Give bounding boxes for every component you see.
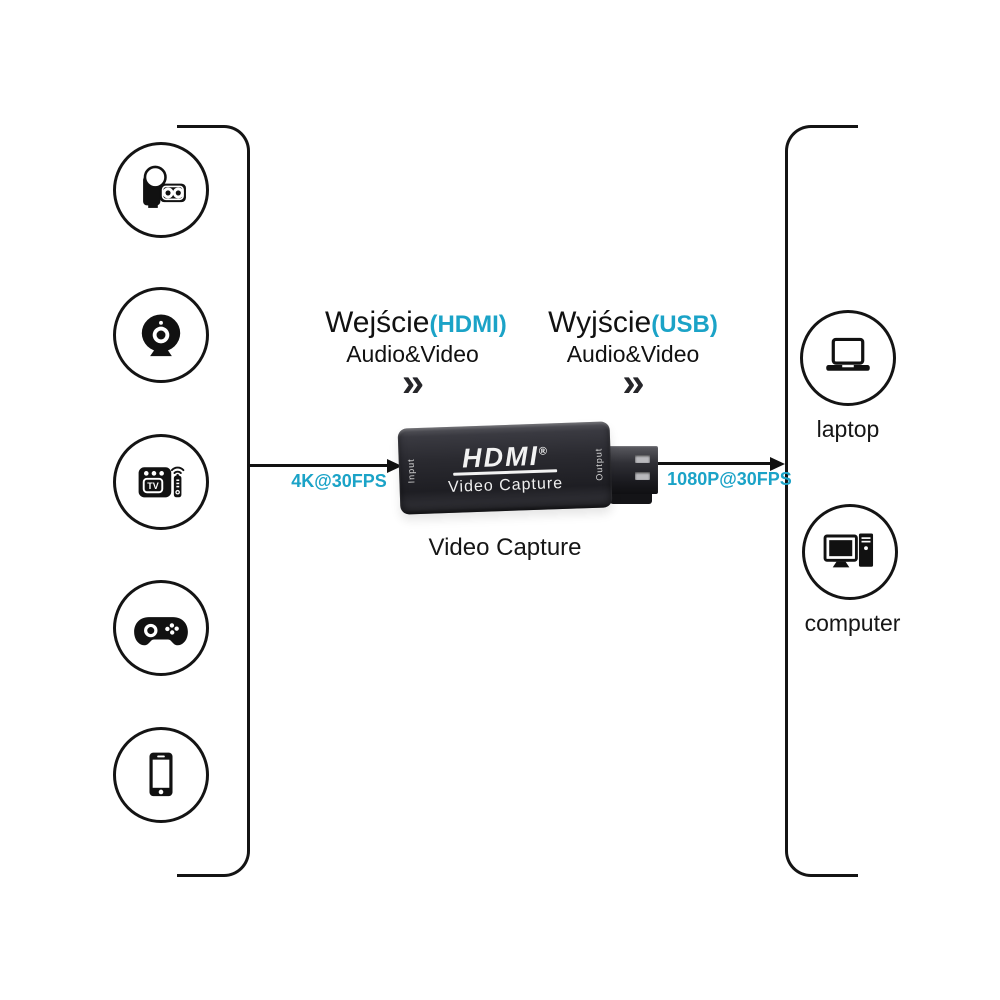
device-output-port-label: Output [593,448,605,482]
smartphone-icon [149,752,173,797]
output-flow-label: Wyjście(USB) Audio&Video » [543,306,723,405]
output-chevrons-icon: » [622,361,644,405]
input-rate: 4K@30FPS [291,471,387,491]
hdmi-logo: HDMI® [461,438,548,473]
source-webcam [113,287,209,383]
target-computer [802,504,898,600]
registered-mark: ® [538,445,548,458]
source-camcorder [113,142,209,238]
input-title: Wejście [325,306,430,339]
input-arrow-line [249,464,389,467]
input-chevrons-icon: » [401,361,424,405]
usb-contact-slot [635,472,650,480]
usb-plug-step [610,493,652,504]
source-smartphone [113,727,209,823]
tv-box-icon: TV [138,466,185,499]
laptop-label: laptop [816,416,880,442]
webcam-icon [141,314,181,357]
usb-contact-slot [635,455,650,463]
input-subtitle: Audio&Video [346,341,479,367]
sources-bracket [177,125,250,877]
output-arrow-line [649,462,772,465]
output-connector: (USB) [651,311,718,338]
tv-icon-label: TV [147,481,158,491]
computer-label: computer [804,610,901,636]
target-laptop [800,310,896,406]
gamepad-icon [134,617,188,646]
output-subtitle: Audio&Video [566,341,700,367]
capture-device: Input HDMI® Video Capture Output [397,421,613,515]
device-caption: Video Capture [428,534,582,561]
targets-bracket [785,125,858,877]
camcorder-icon [143,165,186,208]
output-title: Wyjście [548,306,652,339]
source-gamepad [113,580,209,676]
input-connector: (HDMI) [429,311,507,338]
usb-plug [607,446,658,494]
laptop-icon [826,337,870,371]
input-flow-label: Wejście(HDMI) Audio&Video » [325,306,507,405]
output-arrow-head-icon [770,456,785,471]
desktop-computer-icon [823,533,874,568]
source-tv-box: TV [113,434,209,530]
device-input-port-label: Input [405,458,417,484]
output-rate: 1080P@30FPS [667,469,792,489]
device-face: HDMI® Video Capture [415,436,595,497]
device-face-label: Video Capture [447,474,564,496]
hdmi-brand-text: HDMI [461,440,540,473]
